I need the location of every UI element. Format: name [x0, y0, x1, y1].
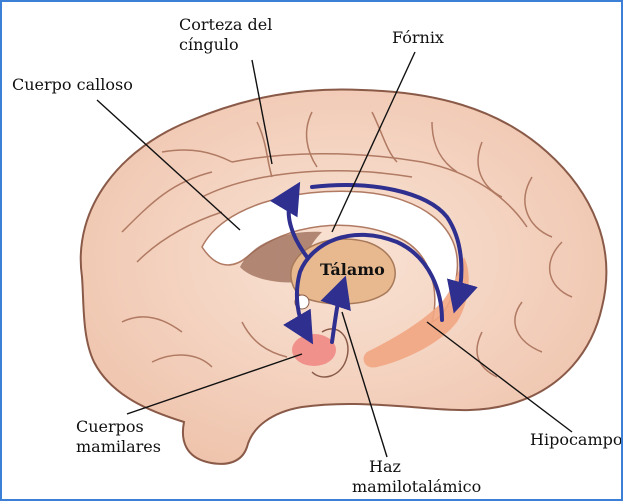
- label-cuerpos-line2: mamilares: [76, 437, 161, 456]
- label-cuerpo-calloso: Cuerpo calloso: [12, 75, 133, 94]
- label-hipocampo: Hipocampo: [530, 430, 623, 449]
- label-haz-line1: Haz: [369, 457, 401, 476]
- label-corteza-line1: Corteza del: [179, 15, 272, 34]
- label-talamo: Tálamo: [320, 260, 385, 279]
- label-corteza-line2: cíngulo: [179, 35, 239, 54]
- mammillary-bodies: [292, 334, 336, 366]
- label-fornix: Fórnix: [392, 28, 444, 47]
- label-haz-line2: mamilotalámico: [352, 477, 481, 496]
- label-cuerpos-line1: Cuerpos: [76, 417, 144, 436]
